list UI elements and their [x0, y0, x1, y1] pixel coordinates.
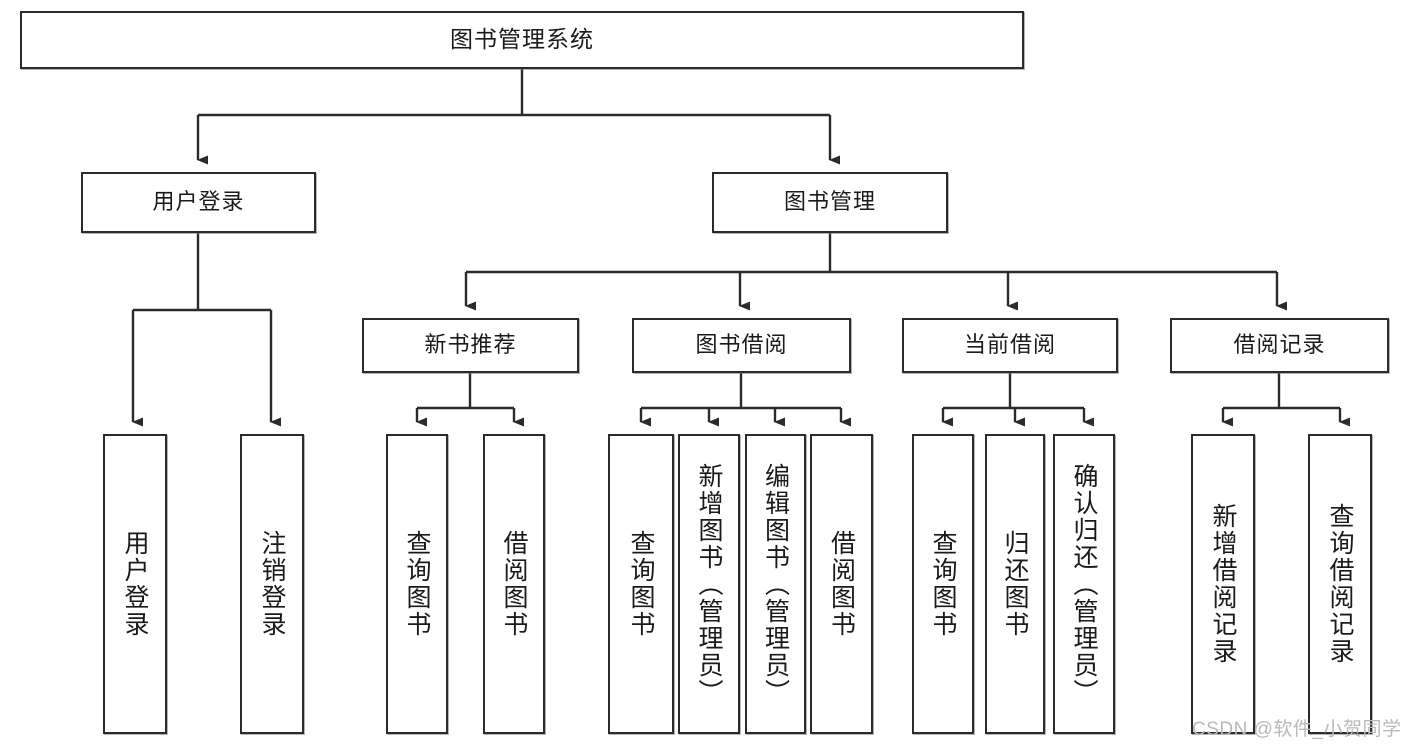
node-label: 确认归还（管理员） [1070, 462, 1098, 706]
leaf-query-borrowing-record[interactable]: 查询借阅记录 [1308, 434, 1372, 734]
leaf-return-book[interactable]: 归还图书 [985, 434, 1045, 734]
leaf-confirm-return-admin[interactable]: 确认归还（管理员） [1053, 434, 1115, 734]
node-book-management[interactable]: 图书管理 [712, 172, 948, 233]
watermark: CSDN @软件_小贺同学 [1192, 719, 1402, 740]
leaf-edit-book-admin[interactable]: 编辑图书（管理员） [745, 434, 806, 734]
leaf-borrow-book-recommendation[interactable]: 借阅图书 [483, 434, 545, 734]
node-label: 归还图书 [1001, 530, 1029, 638]
node-label: 当前借阅 [963, 332, 1056, 358]
node-label: 查询图书 [627, 530, 655, 638]
node-label: 图书借阅 [695, 332, 788, 358]
leaf-query-book-borrowing[interactable]: 查询图书 [608, 434, 674, 734]
node-label: 新书推荐 [424, 332, 517, 358]
leaf-add-book-admin[interactable]: 新增图书（管理员） [678, 434, 740, 734]
leaf-add-borrowing-record[interactable]: 新增借阅记录 [1191, 434, 1255, 734]
node-label: 注销登录 [258, 530, 286, 638]
leaf-user-logout[interactable]: 注销登录 [240, 434, 304, 734]
node-label: 查询图书 [929, 530, 957, 638]
node-label: 查询图书 [403, 530, 431, 638]
node-label: 借阅图书 [827, 530, 856, 638]
leaf-query-book-recommendation[interactable]: 查询图书 [386, 434, 448, 734]
node-label: 编辑图书（管理员） [761, 462, 790, 706]
node-label: 图书管理 [783, 189, 876, 215]
node-borrowing-record[interactable]: 借阅记录 [1170, 318, 1389, 373]
node-label: 新增图书（管理员） [695, 462, 723, 706]
node-label: 用户登录 [121, 530, 149, 638]
node-current-borrowing[interactable]: 当前借阅 [902, 318, 1118, 373]
node-new-book-recommendation[interactable]: 新书推荐 [362, 318, 579, 373]
node-user-login[interactable]: 用户登录 [81, 172, 316, 233]
node-label: 借阅记录 [1233, 332, 1326, 358]
node-book-borrowing[interactable]: 图书借阅 [632, 318, 851, 373]
node-label: 用户登录 [152, 189, 245, 215]
node-label: 查询借阅记录 [1326, 503, 1354, 665]
node-label: 新增借阅记录 [1209, 503, 1237, 665]
node-label: 借阅图书 [500, 530, 528, 638]
leaf-query-book-current[interactable]: 查询图书 [912, 434, 974, 734]
leaf-borrow-book[interactable]: 借阅图书 [810, 434, 873, 734]
node-root-system[interactable]: 图书管理系统 [20, 11, 1024, 69]
node-label: 图书管理系统 [450, 26, 594, 53]
leaf-user-login[interactable]: 用户登录 [103, 434, 167, 734]
